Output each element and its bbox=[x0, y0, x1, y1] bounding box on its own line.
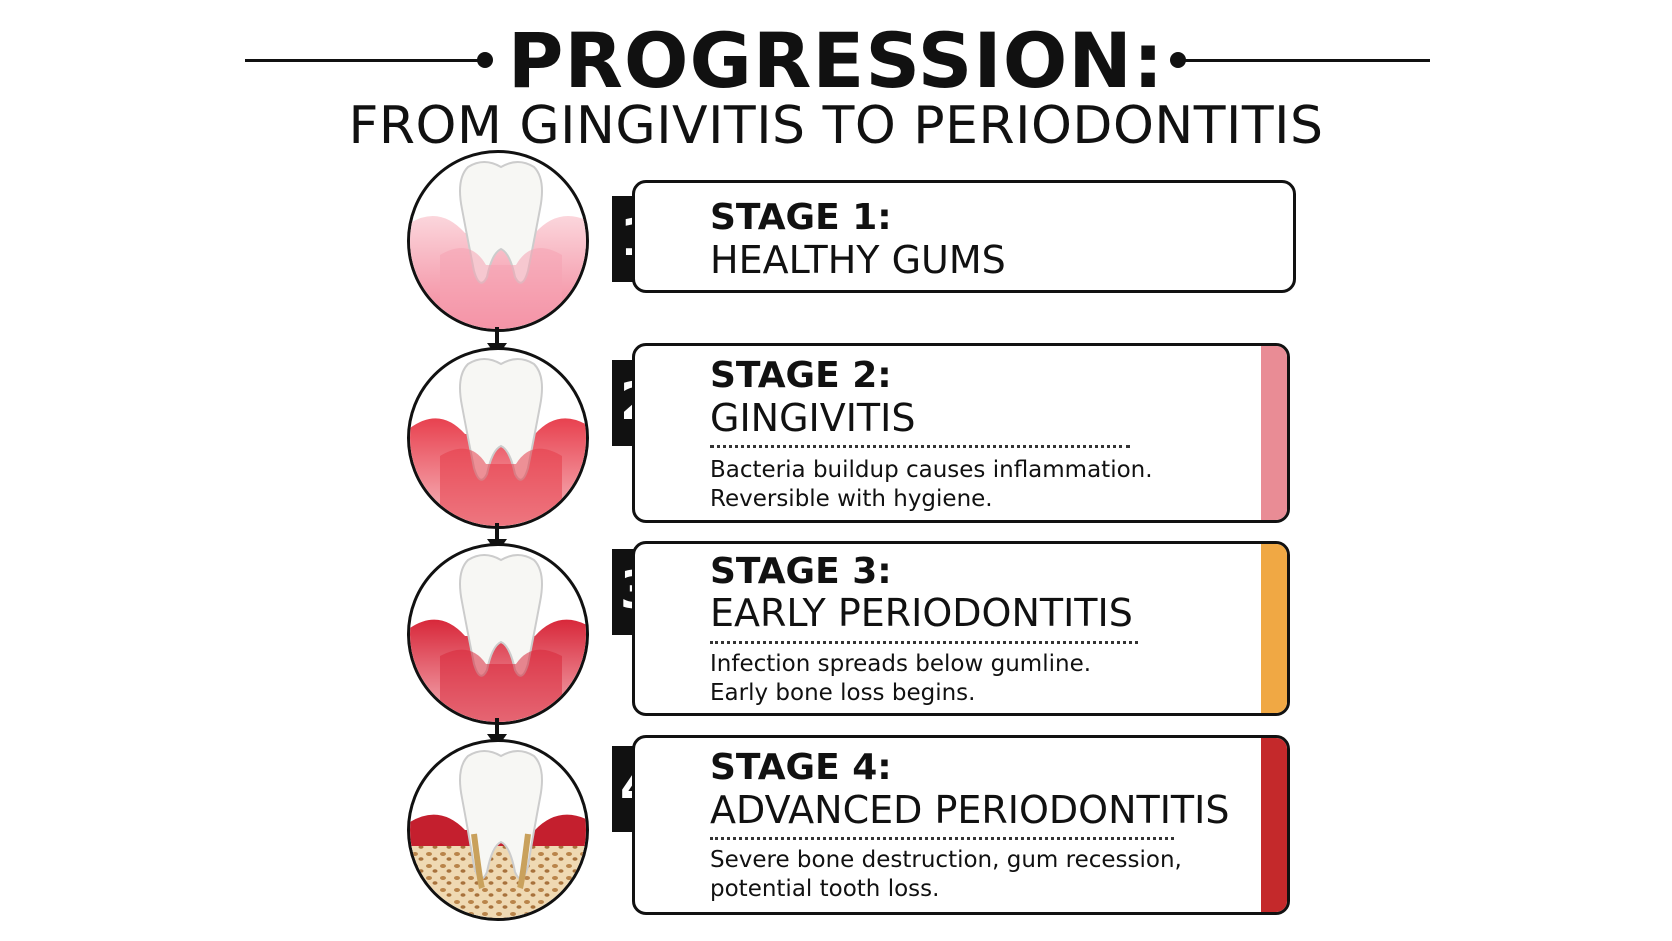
title-rule-left bbox=[245, 59, 485, 62]
stage-2-severity-bar bbox=[1261, 346, 1287, 520]
stage-2-divider bbox=[710, 445, 1130, 448]
stage-2-illustration bbox=[407, 347, 589, 529]
advanced-periodontitis-tooth-icon bbox=[410, 750, 586, 918]
stage-3-label: STAGE 3: bbox=[710, 551, 892, 592]
early-periodontitis-tooth-icon bbox=[410, 554, 586, 722]
stage-2-desc-line-1: Bacteria buildup causes inflammation. bbox=[710, 457, 1153, 483]
title-rule-right bbox=[1178, 59, 1430, 62]
stage-4-desc-line-2: potential tooth loss. bbox=[710, 876, 940, 902]
title-dot-left bbox=[477, 52, 493, 68]
stage-3-card bbox=[632, 541, 1290, 716]
stage-2-desc-line-2: Reversible with hygiene. bbox=[710, 486, 993, 512]
stage-2-name: GINGIVITIS bbox=[710, 396, 916, 440]
stage-4-divider bbox=[710, 837, 1174, 840]
stage-2-label: STAGE 2: bbox=[710, 355, 892, 396]
healthy-tooth-icon bbox=[410, 161, 586, 329]
stage-1-card bbox=[632, 180, 1296, 293]
stage-1-label: STAGE 1: bbox=[710, 197, 892, 238]
stage-4-card bbox=[632, 735, 1290, 915]
stage-4-illustration bbox=[407, 739, 589, 921]
gingivitis-tooth-icon bbox=[410, 358, 586, 526]
stage-3-illustration bbox=[407, 543, 589, 725]
stage-3-name: EARLY PERIODONTITIS bbox=[710, 591, 1133, 635]
stage-2-card bbox=[632, 343, 1290, 523]
stage-3-divider bbox=[710, 641, 1138, 644]
stage-4-label: STAGE 4: bbox=[710, 747, 892, 788]
stage-3-desc-line-1: Infection spreads below gumline. bbox=[710, 651, 1092, 677]
stage-3-desc-line-2: Early bone loss begins. bbox=[710, 680, 976, 706]
stage-4-name: ADVANCED PERIODONTITIS bbox=[710, 788, 1230, 832]
page-title: PROGRESSION: bbox=[507, 16, 1165, 105]
stage-1-name: HEALTHY GUMS bbox=[710, 238, 1006, 282]
stage-4-desc-line-1: Severe bone destruction, gum recession, bbox=[710, 847, 1182, 873]
page-subtitle: FROM GINGIVITIS TO PERIODONTITIS bbox=[348, 96, 1324, 156]
stage-1-illustration bbox=[407, 150, 589, 332]
stage-4-severity-bar bbox=[1261, 738, 1287, 912]
stage-3-severity-bar bbox=[1261, 544, 1287, 713]
